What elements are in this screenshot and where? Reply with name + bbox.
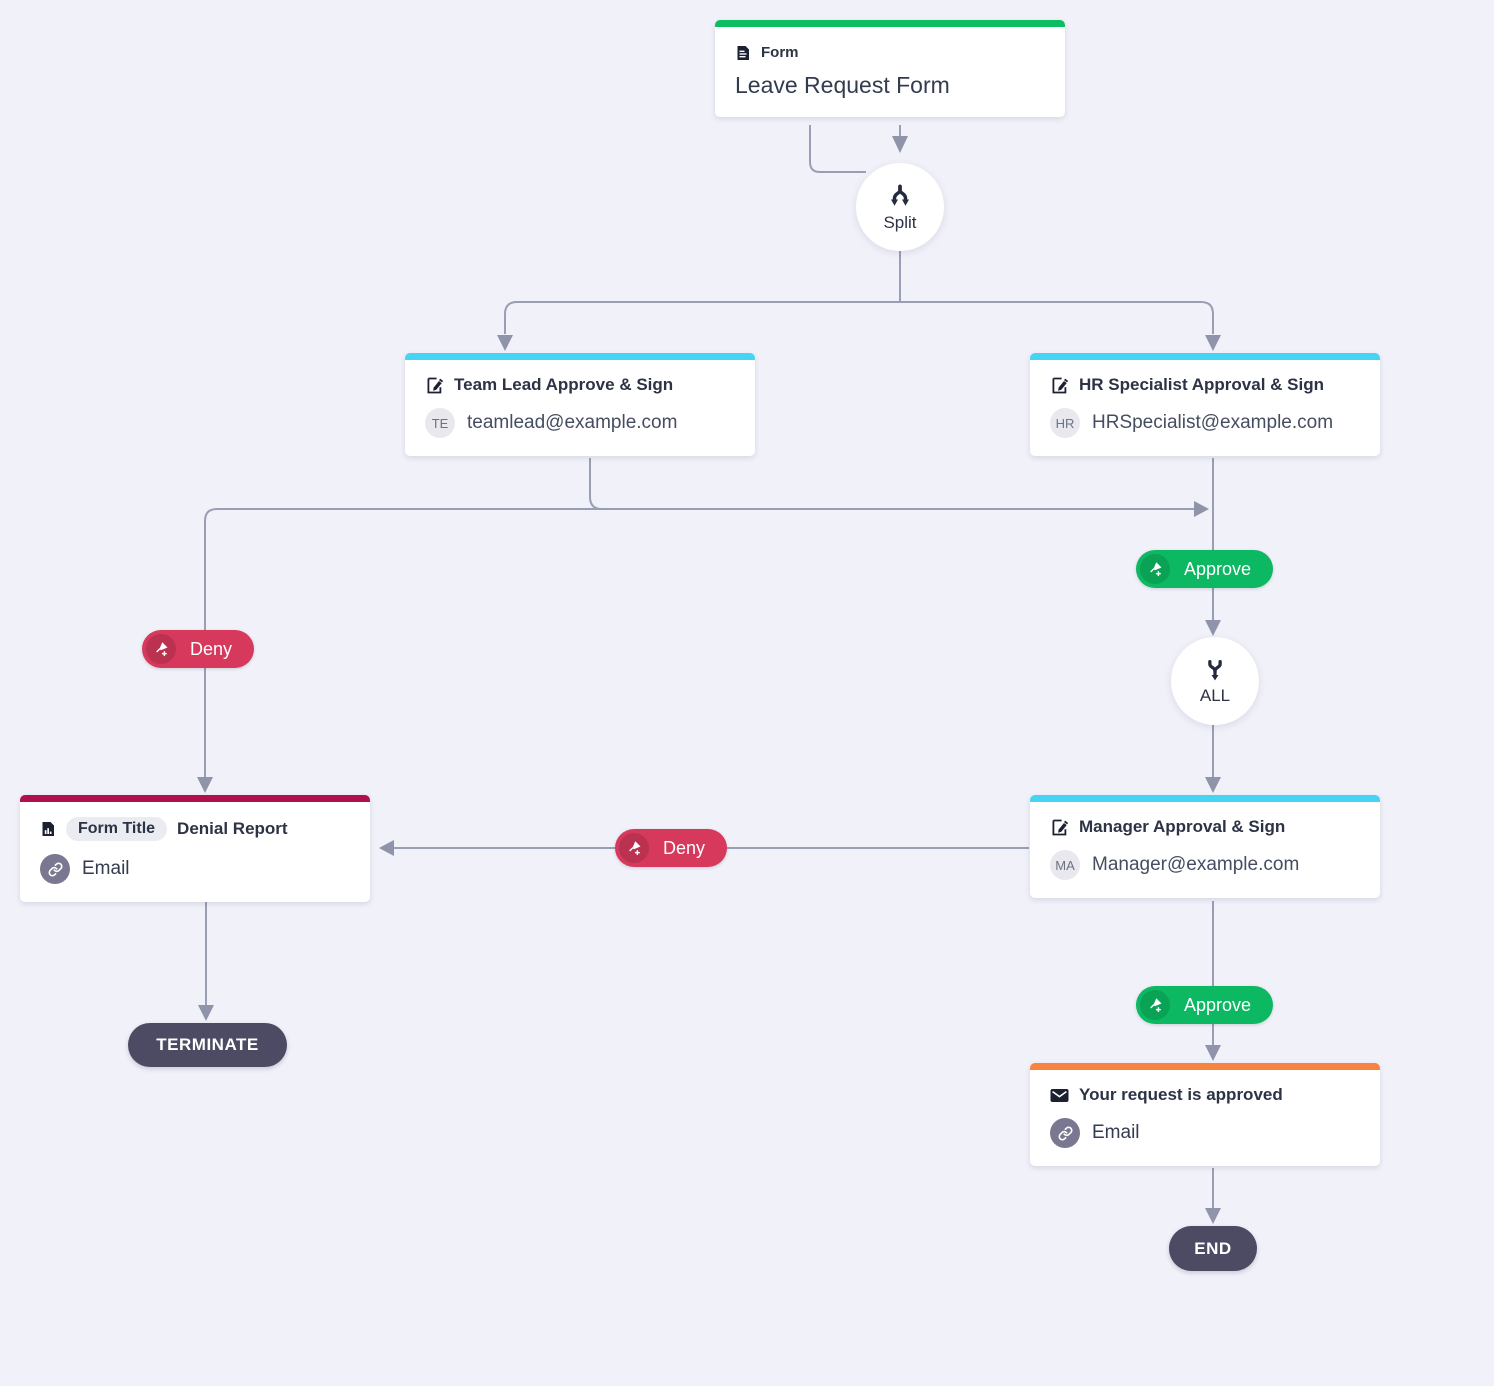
all-label: ALL <box>1199 685 1231 705</box>
node-title: Manager Approval & Sign <box>1079 817 1286 836</box>
branch-label: Deny <box>663 837 706 858</box>
branch-approve-manager[interactable]: Approve <box>1136 986 1274 1024</box>
terminate-label: TERMINATE <box>156 1035 259 1054</box>
approve-sign-icon <box>1050 818 1069 837</box>
node-hr-specialist-approval[interactable]: HR Specialist Approval & Sign HR HRSpeci… <box>1030 353 1380 456</box>
channel-label: Email <box>1092 1122 1140 1143</box>
node-form[interactable]: Form Leave Request Form <box>715 20 1065 117</box>
node-title: Your request is approved <box>1079 1085 1283 1104</box>
node-title: HR Specialist Approval & Sign <box>1079 375 1324 394</box>
node-all-gateway[interactable]: ALL <box>1171 637 1259 725</box>
branch-label: Approve <box>1184 994 1252 1015</box>
pen-plus-icon <box>619 833 649 863</box>
avatar: HR <box>1050 408 1080 438</box>
merge-all-icon <box>1201 657 1229 685</box>
envelope-icon <box>1050 1088 1069 1103</box>
approve-sign-icon <box>1050 376 1069 395</box>
node-terminate[interactable]: TERMINATE <box>128 1023 287 1067</box>
node-split[interactable]: Split <box>856 163 944 251</box>
branch-label: Deny <box>190 638 233 659</box>
node-type-label: Form <box>761 44 799 61</box>
accent-bar <box>1030 353 1380 360</box>
node-team-lead-approval[interactable]: Team Lead Approve & Sign TE teamlead@exa… <box>405 353 755 456</box>
node-title: Denial Report <box>177 819 288 838</box>
form-title-badge: Form Title <box>66 817 168 841</box>
link-icon <box>1050 1118 1080 1148</box>
branch-deny-left[interactable]: Deny <box>142 630 255 668</box>
accent-bar <box>1030 1063 1380 1070</box>
node-denial-report[interactable]: Form Title Denial Report Email <box>20 795 370 902</box>
accent-bar <box>20 795 370 802</box>
split-label: Split <box>883 212 917 232</box>
pen-plus-icon <box>1140 554 1170 584</box>
split-icon <box>885 182 915 212</box>
report-document-icon <box>40 821 56 837</box>
assignee-email: teamlead@example.com <box>467 412 678 433</box>
avatar: MA <box>1050 850 1080 880</box>
avatar: TE <box>425 408 455 438</box>
end-label: END <box>1194 1238 1232 1258</box>
pen-plus-icon <box>1140 990 1170 1020</box>
accent-bar <box>405 353 755 360</box>
accent-bar <box>715 20 1065 27</box>
node-end[interactable]: END <box>1169 1226 1257 1271</box>
branch-deny-manager[interactable]: Deny <box>615 829 728 867</box>
channel-label: Email <box>82 858 130 879</box>
assignee-email: Manager@example.com <box>1092 854 1300 875</box>
form-document-icon <box>735 45 751 61</box>
node-approved-email[interactable]: Your request is approved Email <box>1030 1063 1380 1166</box>
assignee-email: HRSpecialist@example.com <box>1092 412 1334 433</box>
node-manager-approval[interactable]: Manager Approval & Sign MA Manager@examp… <box>1030 795 1380 898</box>
accent-bar <box>1030 795 1380 802</box>
pen-plus-icon <box>146 634 176 664</box>
branch-label: Approve <box>1184 558 1252 579</box>
form-title: Leave Request Form <box>735 72 950 98</box>
link-icon <box>40 854 70 884</box>
node-title: Team Lead Approve & Sign <box>454 375 674 394</box>
branch-approve-merge[interactable]: Approve <box>1136 550 1274 588</box>
approve-sign-icon <box>425 376 444 395</box>
